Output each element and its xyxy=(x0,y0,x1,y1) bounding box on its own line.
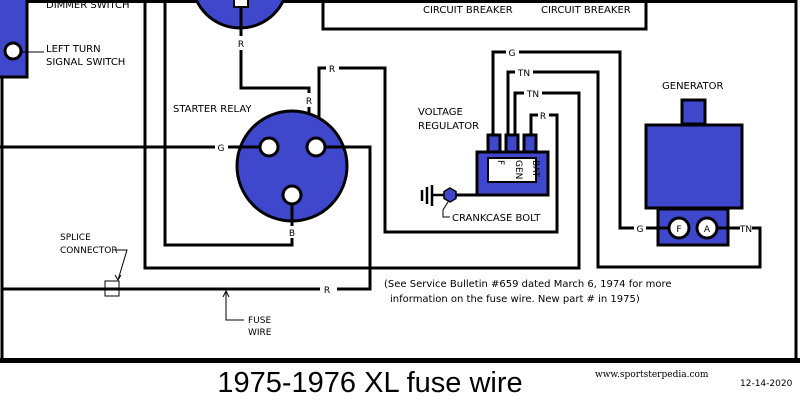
wire-label: G xyxy=(509,49,516,59)
wire-label: TN xyxy=(517,69,530,79)
gen-terminal-a xyxy=(695,216,719,240)
note-line-2: information on the fuse wire. New part #… xyxy=(390,294,640,305)
wire-label: B xyxy=(289,229,295,239)
reg-label-f: F xyxy=(495,160,505,165)
page-title: 1975-1976 XL fuse wire xyxy=(217,367,522,399)
circuit-breaker-box xyxy=(321,0,648,31)
wire-r-2 xyxy=(317,66,559,234)
wire-r-bat xyxy=(529,113,538,136)
relay-terminal-r xyxy=(305,136,327,158)
splice-label: SPLICE xyxy=(60,233,91,243)
splice-connector xyxy=(104,280,120,297)
generator xyxy=(644,123,744,210)
wire-tn-1 xyxy=(506,70,762,269)
note-line-1: (See Service Bulletin #659 dated March 6… xyxy=(384,279,672,290)
wire-label: G xyxy=(637,225,644,235)
wire-g-gen xyxy=(491,50,634,230)
wire-b xyxy=(163,0,294,247)
frame-bottom xyxy=(0,358,800,363)
reg-terminal-gen xyxy=(504,133,520,154)
relay-terminal-g xyxy=(258,136,280,158)
starter-relay-label: STARTER RELAY xyxy=(173,104,252,115)
reg-label-bat: BAT xyxy=(530,160,540,178)
ground-icon xyxy=(420,185,444,206)
gen-label-a: A xyxy=(704,225,711,235)
reg-terminal-f xyxy=(486,133,502,154)
date: 12-14-2020 xyxy=(740,379,793,389)
wire-label: G xyxy=(218,144,225,154)
circuit-breaker-label: CIRCUIT BREAKER xyxy=(423,5,513,16)
reg-label-gen: GEN xyxy=(513,160,523,179)
gen-terminal-f xyxy=(667,216,691,240)
wire-tn-2 xyxy=(143,0,581,270)
left-turn-label: LEFT TURN xyxy=(46,44,101,55)
reg-terminal-bat xyxy=(522,133,538,154)
wire-label: R xyxy=(329,65,335,75)
wire-label: R xyxy=(306,97,312,107)
wire-label: R xyxy=(324,286,330,296)
voltage-regulator-label: VOLTAGE xyxy=(418,107,463,118)
wire-tn-3 xyxy=(513,91,524,136)
wire-r-fuse xyxy=(316,145,372,291)
fuse-label-2: WIRE xyxy=(248,328,272,338)
generator-label: GENERATOR xyxy=(662,81,723,92)
fuse-label: FUSE xyxy=(248,316,271,326)
left-turn-signal-switch xyxy=(0,0,29,79)
wire-label: R xyxy=(238,40,244,50)
switch-terminal xyxy=(3,41,23,61)
wire-label: R xyxy=(540,112,546,122)
voltage-regulator-label-2: REGULATOR xyxy=(418,121,479,132)
crankcase-bolt-label: CRANKCASE BOLT xyxy=(452,213,541,224)
website: www.sportsterpedia.com xyxy=(595,370,709,380)
dimmer-switch-label: DIMMER SWITCH xyxy=(46,0,130,11)
crankcase-bolt-icon xyxy=(443,187,457,203)
circuit-breaker-label-2: CIRCUIT BREAKER xyxy=(541,5,631,16)
wire-label: TN xyxy=(739,225,752,235)
generator-nub xyxy=(680,98,707,126)
left-turn-label-2: SIGNAL SWITCH xyxy=(46,57,125,68)
gen-label-f: F xyxy=(676,225,681,235)
relay-terminal-b xyxy=(281,184,303,206)
wire-label: TN xyxy=(526,90,539,100)
splice-label-2: CONNECTOR xyxy=(60,246,118,256)
